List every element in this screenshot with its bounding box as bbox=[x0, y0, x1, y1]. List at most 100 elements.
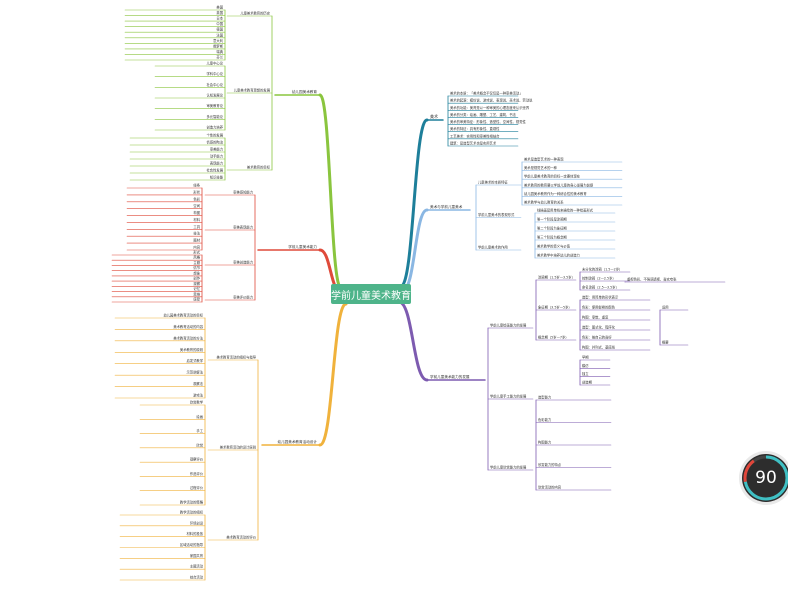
b5-c-leaf[interactable]: 审美能力 bbox=[210, 147, 223, 152]
b1-leaf[interactable]: 美术的起源：模仿说、游戏说、表现说、巫术说、劳动说 bbox=[450, 98, 533, 103]
b5-c-leaf[interactable]: 动手能力 bbox=[210, 154, 223, 159]
b3-a-leaf[interactable]: 命名涂鸦（2.5—3.5岁） bbox=[582, 285, 619, 290]
b4-a-leaf[interactable]: 美术教育的原则 bbox=[180, 347, 203, 352]
b3-trait-leaf[interactable]: 重视色彩、不强调透视、喜欢夸张 bbox=[627, 277, 677, 282]
b2-a-leaf[interactable]: 学前儿童美术教育的目标一定要体现在 bbox=[524, 174, 581, 179]
b3-b-leaf[interactable]: 造型：用简单的形状表示 bbox=[582, 295, 619, 300]
b4-sub-leaf[interactable]: 美术教育活动的组织与指导 bbox=[216, 355, 256, 360]
b5-c-leaf[interactable]: 个性的发展 bbox=[207, 133, 224, 138]
b5-a-leaf[interactable]: 意大利 bbox=[213, 38, 223, 43]
b3-stage-leaf[interactable]: 涂鸦期（1.5岁—3.5岁） bbox=[538, 275, 575, 280]
b5-b-leaf[interactable]: 审美教育论 bbox=[207, 103, 224, 108]
b3-stage-leaf[interactable]: 概念期（5岁—7岁） bbox=[538, 335, 569, 340]
b6-a-leaf[interactable]: 工具 bbox=[193, 224, 200, 229]
b4-c-leaf[interactable]: 综合活动 bbox=[190, 575, 204, 580]
b4-c-leaf[interactable]: 环境创设 bbox=[190, 520, 204, 525]
b6-a-leaf[interactable]: 线条 bbox=[193, 183, 200, 188]
b1-leaf[interactable]: 美术的本质：「美术概念不仅仅是一种审美活动」 bbox=[450, 91, 523, 96]
b2-sub-leaf[interactable]: 儿童美术的本质特征 bbox=[478, 180, 508, 185]
b5-c-leaf[interactable]: 情感的陶冶 bbox=[207, 140, 224, 145]
b1-leaf[interactable]: 美术的特征：具有形象性、直观性 bbox=[450, 126, 500, 131]
b2-a-leaf[interactable]: 美术教学与幼儿教育的关系 bbox=[524, 200, 564, 205]
b4-c-leaf[interactable]: 主题活动 bbox=[190, 564, 204, 569]
b2-b-leaf[interactable]: 第二个阶段为象征期 bbox=[537, 226, 567, 231]
b5-a-leaf[interactable]: 德国 bbox=[216, 27, 223, 32]
b2-b-leaf[interactable]: 美术教学的意义与价值 bbox=[537, 244, 571, 249]
b5-a-leaf[interactable]: 美国 bbox=[216, 5, 223, 10]
b3-sub-leaf[interactable]: 学前儿童绘画能力的发展 bbox=[490, 323, 527, 328]
b2-sub-leaf[interactable]: 学前儿童美术的作用 bbox=[478, 245, 508, 250]
b4-b-leaf[interactable]: 作品评价 bbox=[190, 471, 204, 476]
b5-a-leaf[interactable]: 法国 bbox=[216, 32, 223, 37]
b4-c-leaf[interactable]: 材料的投放 bbox=[187, 531, 204, 536]
b4-a-leaf[interactable]: 游戏法 bbox=[193, 393, 204, 398]
b4-b-leaf[interactable]: 教学活动的策略 bbox=[180, 500, 204, 505]
b3-b-leaf[interactable]: 色彩：按自己的喜好 bbox=[582, 335, 612, 340]
b5-a-leaf[interactable]: 瑞典 bbox=[216, 49, 223, 54]
b4-b-leaf[interactable]: 过程评价 bbox=[190, 485, 204, 490]
b4-c-leaf[interactable]: 区域活动的指导 bbox=[180, 542, 204, 547]
b4-a-leaf[interactable]: 美术教育活动的内容 bbox=[173, 324, 203, 329]
b6-sub-leaf[interactable]: 审美表现能力 bbox=[233, 225, 253, 230]
b1-leaf[interactable]: 美术的审美特征：形象性、造型性、空间性、视觉性 bbox=[450, 119, 527, 124]
b4-b-leaf[interactable]: 手工 bbox=[196, 428, 203, 433]
b2-a-leaf[interactable]: 幼儿园美术教育作为一种综合性的美术教育 bbox=[524, 191, 587, 196]
b2-b-leaf[interactable]: 美术教学中培养幼儿的创造力 bbox=[537, 253, 580, 258]
branch-b1-label[interactable]: 美术 bbox=[430, 113, 438, 119]
b3-trait2-leaf[interactable]: 运用 bbox=[662, 305, 669, 310]
b6-b-leaf[interactable]: 想象 bbox=[193, 270, 200, 275]
b6-b-leaf[interactable]: 形式 bbox=[193, 250, 200, 255]
b4-b-leaf[interactable]: 欣赏 bbox=[196, 442, 203, 447]
b4-a-leaf[interactable]: 启发式教学 bbox=[187, 358, 204, 363]
b6-a-leaf[interactable]: 色彩 bbox=[193, 196, 200, 201]
b1-leaf[interactable]: 建筑：是造型艺术也是实用艺术 bbox=[450, 141, 497, 146]
b5-b-leaf[interactable]: 儿童中心论 bbox=[207, 61, 224, 66]
b4-a-leaf[interactable]: 示范讲解法 bbox=[187, 370, 204, 375]
b3-d-leaf[interactable]: 色彩能力 bbox=[538, 417, 551, 422]
b3-c-leaf[interactable]: 创造期 bbox=[582, 380, 593, 385]
branch-b2-label[interactable]: 美术与学前儿童美术 bbox=[430, 204, 463, 209]
b3-d-leaf[interactable]: 造型能力 bbox=[538, 395, 551, 400]
b6-b-leaf[interactable]: 感受 bbox=[193, 297, 200, 302]
b3-stage-leaf[interactable]: 象征期（3.5岁—5岁） bbox=[538, 305, 572, 310]
b5-b-leaf[interactable]: 创造力培养 bbox=[207, 125, 224, 130]
b4-a-leaf[interactable]: 观察法 bbox=[193, 381, 204, 386]
b6-a-leaf[interactable]: 技法 bbox=[193, 231, 200, 236]
b6-b-leaf[interactable]: 主题 bbox=[193, 260, 200, 265]
b6-a-leaf[interactable]: 形状 bbox=[193, 189, 200, 194]
b6-b-leaf[interactable]: 风格 bbox=[193, 255, 200, 260]
b4-c-leaf[interactable]: 教学活动的组织 bbox=[180, 510, 204, 515]
b3-c-leaf[interactable]: 早期 bbox=[582, 355, 589, 360]
b5-a-leaf[interactable]: 俄罗斯 bbox=[213, 43, 224, 48]
b3-c-leaf[interactable]: 模仿 bbox=[582, 363, 589, 368]
b2-a-leaf[interactable]: 美术是视觉艺术的一种 bbox=[524, 165, 558, 170]
b4-c-leaf[interactable]: 家园共育 bbox=[190, 553, 204, 558]
b5-c-leaf[interactable]: 知识技能 bbox=[210, 175, 224, 180]
b3-a-leaf[interactable]: 控制涂鸦（2—2.5岁） bbox=[582, 276, 616, 281]
b3-d-leaf[interactable]: 欣赏活动的内容 bbox=[538, 485, 562, 490]
b4-b-leaf[interactable]: 观察评价 bbox=[190, 457, 204, 462]
b6-a-leaf[interactable]: 材料 bbox=[193, 217, 200, 222]
b6-sub-leaf[interactable]: 审美创造能力 bbox=[233, 260, 253, 265]
b4-a-leaf[interactable]: 幼儿园美术教育活动的目标 bbox=[163, 313, 203, 318]
b3-b-leaf[interactable]: 构图：并列式、基底线 bbox=[582, 345, 616, 350]
b3-sub-leaf[interactable]: 学前儿童手工能力的发展 bbox=[490, 394, 527, 399]
b2-b-leaf[interactable]: 线描画是用单线来描绘的一种绘画形式 bbox=[537, 208, 594, 213]
b6-a-leaf[interactable]: 构图 bbox=[193, 210, 200, 215]
b4-sub-leaf[interactable]: 美术教育活动的设计原则 bbox=[220, 445, 256, 450]
b5-a-leaf[interactable]: 日本 bbox=[216, 16, 223, 21]
branch-b6-label[interactable]: 学前儿童美术能力 bbox=[288, 244, 317, 249]
b5-sub-leaf[interactable]: 儿童美术教育思想的发展 bbox=[234, 88, 271, 93]
b5-b-leaf[interactable]: 社会中心论 bbox=[207, 82, 224, 87]
b6-b-leaf[interactable]: 情节 bbox=[193, 265, 200, 270]
b2-a-leaf[interactable]: 美术是造型艺术的一种表现 bbox=[524, 157, 564, 162]
b3-trait2-leaf[interactable]: 概要 bbox=[662, 340, 669, 345]
b6-sub-leaf[interactable]: 审美评价能力 bbox=[233, 295, 253, 300]
b5-a-leaf[interactable]: 芬兰 bbox=[216, 55, 223, 60]
b5-b-leaf[interactable]: 认知发展论 bbox=[207, 93, 224, 98]
b5-c-leaf[interactable]: 表现能力 bbox=[210, 161, 223, 166]
central-topic[interactable]: 学前儿童美术教育 bbox=[331, 284, 411, 304]
b1-leaf[interactable]: 美术的功能：美育是以一种审美的心理态度来认识世界 bbox=[450, 105, 530, 110]
b4-sub-leaf[interactable]: 美术教育活动的评价 bbox=[226, 535, 256, 540]
b5-a-leaf[interactable]: 英国 bbox=[216, 10, 223, 15]
